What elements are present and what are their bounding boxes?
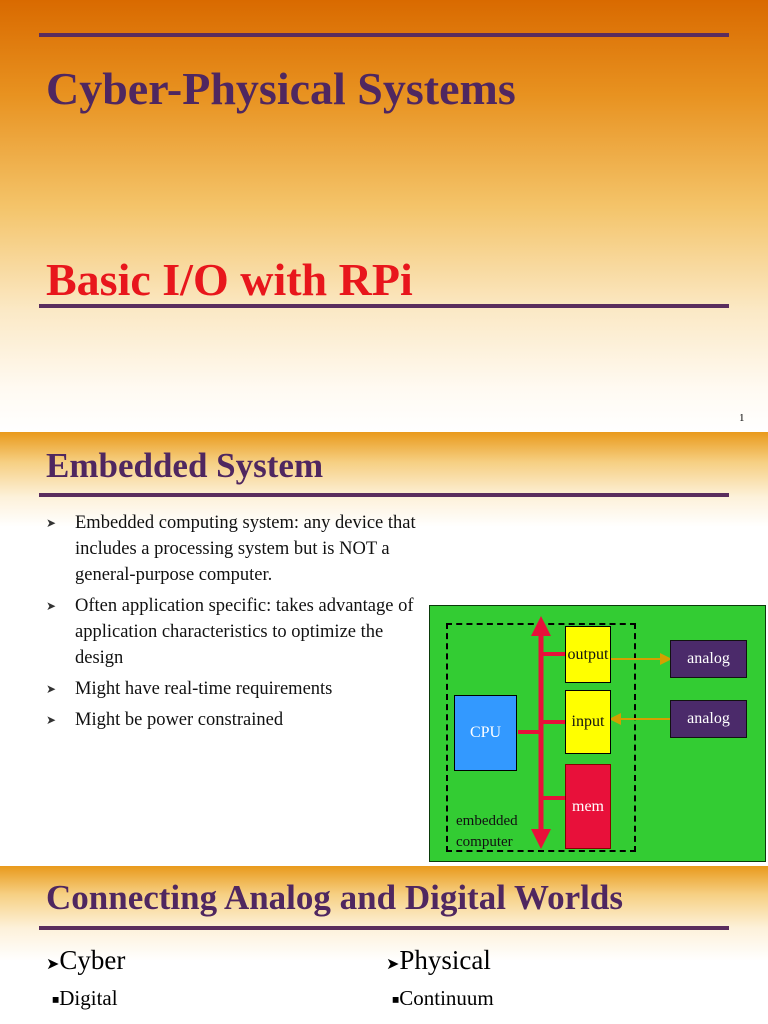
arrow-bullet-icon: ➤: [386, 956, 400, 973]
bullet-item: ➤Embedded computing system: any device t…: [46, 510, 418, 588]
analog-digital-slide: Connecting Analog and Digital Worlds ➤Cy…: [0, 866, 768, 1024]
input-block: input: [565, 690, 611, 754]
slide-title: Connecting Analog and Digital Worlds: [46, 878, 623, 917]
embedded-computer-diagram: CPU output input mem analog analog embed…: [429, 605, 766, 862]
subtitle-divider: [39, 304, 729, 308]
deck-subtitle: Basic I/O with RPi: [46, 254, 413, 305]
physical-heading: ➤Physical: [386, 945, 491, 975]
cpu-block: CPU: [454, 695, 517, 771]
analog-input-block: analog: [670, 700, 747, 738]
bullet-item: ➤Often application specific: takes advan…: [46, 593, 418, 671]
title-slide: Cyber-Physical Systems Basic I/O with RP…: [0, 0, 768, 432]
digital-item: ■Digital: [52, 986, 118, 1010]
embedded-system-slide: Embedded System ➤Embedded computing syst…: [0, 432, 768, 866]
top-divider: [39, 33, 729, 37]
title-divider: [39, 493, 729, 497]
square-bullet-icon: ■: [392, 992, 400, 1007]
title-divider: [39, 926, 729, 930]
deck-title: Cyber-Physical Systems: [46, 63, 516, 114]
bullet-item: ➤Might be power constrained: [46, 707, 418, 733]
arrow-bullet-icon: ➤: [46, 516, 57, 530]
continuum-item: ■Continuum: [392, 986, 494, 1010]
cyber-heading: ➤Cyber: [46, 945, 126, 975]
bullet-list: ➤Embedded computing system: any device t…: [46, 510, 418, 738]
bus-and-connections: [518, 616, 672, 849]
arrow-bullet-icon: ➤: [46, 682, 57, 696]
arrow-bullet-icon: ➤: [46, 956, 60, 973]
analog-output-block: analog: [670, 640, 747, 678]
arrow-bullet-icon: ➤: [46, 599, 57, 613]
embedded-computer-label: embedded computer: [456, 813, 518, 850]
arrow-bullet-icon: ➤: [46, 713, 57, 727]
bullet-item: ➤Might have real-time requirements: [46, 676, 418, 702]
memory-block: mem: [565, 764, 611, 849]
slide-title: Embedded System: [46, 446, 324, 485]
page-number: 1: [739, 412, 745, 424]
output-block: output: [565, 626, 611, 683]
square-bullet-icon: ■: [52, 992, 60, 1007]
